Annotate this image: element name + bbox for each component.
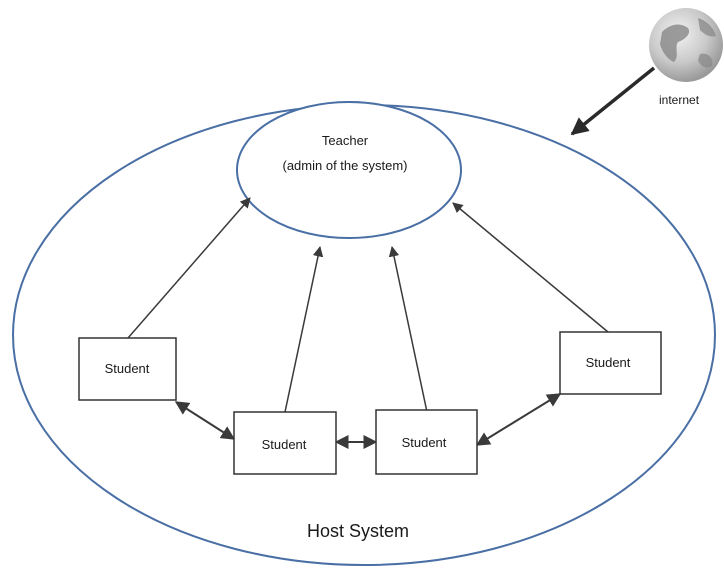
arrow-student1-to-teacher (127, 197, 251, 339)
student-node: Student (78, 337, 177, 401)
arrow-student3-student4 (475, 393, 562, 446)
teacher-subtitle: (admin of the system) (283, 158, 408, 173)
student-node: Student (233, 411, 337, 475)
student-label: Student (402, 435, 447, 450)
globe-icon (649, 8, 723, 82)
teacher-node (236, 101, 462, 239)
student-label: Student (105, 361, 150, 376)
student-node: Student (375, 409, 478, 475)
arrow-student4-to-teacher (452, 202, 609, 333)
internet-arrow (570, 66, 656, 136)
host-system-label: Host System (307, 521, 409, 541)
arrow-student3-to-teacher (388, 245, 428, 413)
student-label: Student (586, 355, 631, 370)
internet-label: internet (659, 93, 700, 107)
teacher-title: Teacher (322, 133, 369, 148)
student-label: Student (262, 437, 307, 452)
student-node: Student (559, 331, 662, 395)
arrow-student2-to-teacher (284, 245, 324, 413)
arrow-student1-student2 (174, 401, 236, 440)
